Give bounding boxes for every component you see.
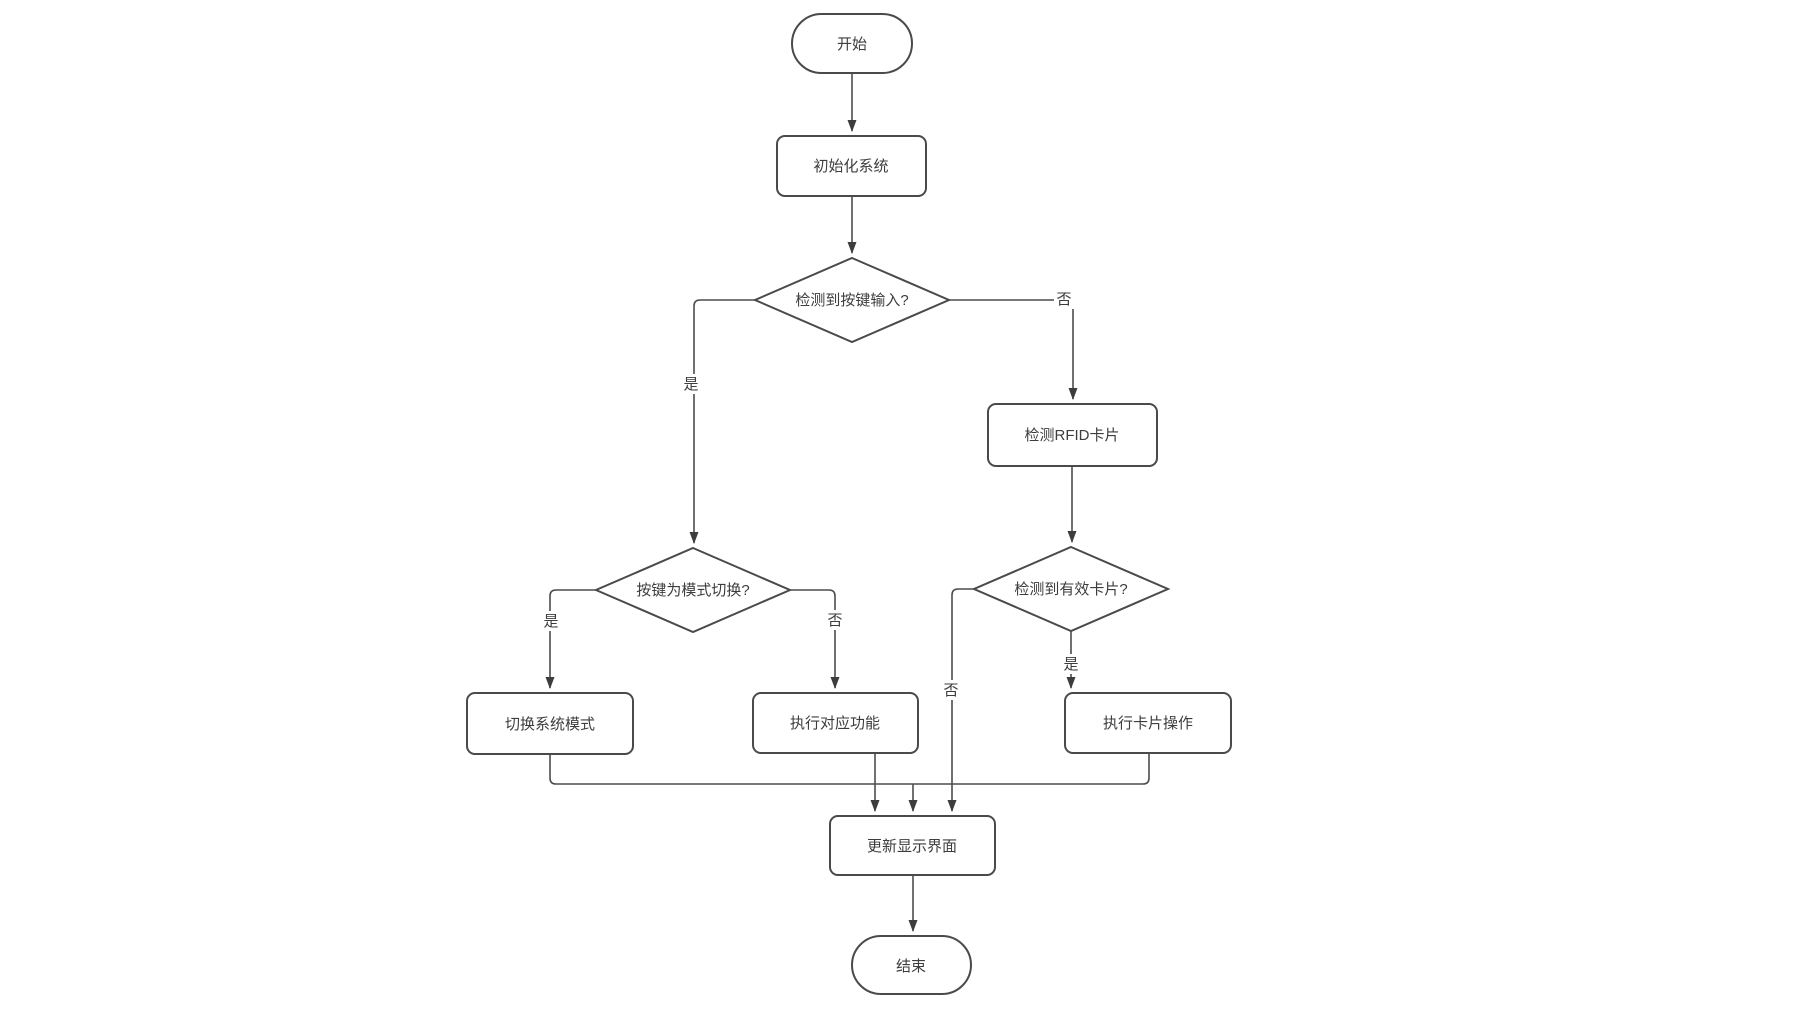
mode-switch-decision: 按键为模式切换? [593, 546, 793, 634]
key-input-decision: 检测到按键输入? [752, 256, 952, 344]
label-bg [1054, 289, 1075, 309]
key-input-decision-label: 检测到按键输入? [795, 292, 908, 309]
label-bg [825, 610, 846, 630]
switch-mode-node: 切换系统模式 [466, 692, 634, 755]
start-node-shape [791, 13, 913, 74]
label-bg [941, 680, 962, 700]
valid-card-no-label-group: 否 [941, 680, 962, 700]
card-operation-node-shape [1064, 692, 1232, 754]
valid-card-decision: 检测到有效卡片? [971, 545, 1171, 633]
exec-function-node-label: 执行对应功能 [790, 714, 880, 732]
edge-labels: 是 否 是 否 是 否 [541, 289, 1082, 700]
label-bg [1061, 654, 1082, 674]
update-display-node: 更新显示界面 [829, 815, 996, 876]
switch-mode-node-shape [466, 692, 634, 755]
init-system-node: 初始化系统 [776, 135, 927, 197]
mode-switch-no-label-group: 否 [825, 610, 846, 630]
exec-function-node: 执行对应功能 [752, 692, 919, 754]
mode-switch-no-label: 否 [827, 612, 842, 629]
key-input-yes-label-group: 是 [681, 374, 702, 394]
init-system-node-shape [776, 135, 927, 197]
label-bg [541, 611, 562, 631]
mode-switch-decision-label: 按键为模式切换? [636, 582, 749, 599]
init-system-node-label: 初始化系统 [813, 158, 888, 175]
valid-card-yes-label-group: 是 [1061, 654, 1082, 674]
valid-card-no-label: 否 [943, 682, 958, 699]
edge-mode-switch-no [790, 589, 840, 689]
edge-key-input-yes [689, 299, 755, 544]
edge-mode-switch-yes [545, 589, 596, 689]
end-node: 结束 [851, 935, 972, 995]
key-input-decision-shape [752, 256, 952, 344]
key-input-no-label: 否 [1056, 291, 1071, 308]
card-operation-node-label: 执行卡片操作 [1103, 715, 1193, 732]
update-display-node-label: 更新显示界面 [867, 838, 957, 855]
end-node-label: 结束 [896, 958, 926, 975]
edge-key-input-no [949, 299, 1078, 400]
valid-card-decision-shape [971, 545, 1171, 633]
rfid-detect-node: 检测RFID卡片 [987, 403, 1158, 467]
label-bg [681, 374, 702, 394]
start-node-label: 开始 [837, 36, 867, 53]
rfid-detect-node-label: 检测RFID卡片 [1025, 427, 1120, 444]
edge-collector-line [549, 754, 1150, 785]
exec-function-node-shape [752, 692, 919, 754]
edge-valid-card-no [947, 588, 974, 812]
valid-card-yes-label: 是 [1063, 656, 1078, 673]
update-display-node-shape [829, 815, 996, 876]
key-input-no-label-group: 否 [1054, 289, 1075, 309]
mode-switch-decision-shape [593, 546, 793, 634]
edges [545, 73, 1150, 932]
switch-mode-node-label: 切换系统模式 [505, 716, 595, 733]
end-node-shape [851, 935, 972, 995]
mode-switch-yes-label-group: 是 [541, 611, 562, 631]
valid-card-decision-label: 检测到有效卡片? [1014, 581, 1127, 598]
key-input-yes-label: 是 [683, 376, 698, 393]
card-operation-node: 执行卡片操作 [1064, 692, 1232, 754]
rfid-detect-node-shape [987, 403, 1158, 467]
start-node: 开始 [791, 13, 913, 74]
mode-switch-yes-label: 是 [543, 613, 558, 630]
nodes: 开始 初始化系统 检测到按键输入? 检测RFID卡片 按键为模式切换? 切换系统… [466, 13, 1232, 995]
